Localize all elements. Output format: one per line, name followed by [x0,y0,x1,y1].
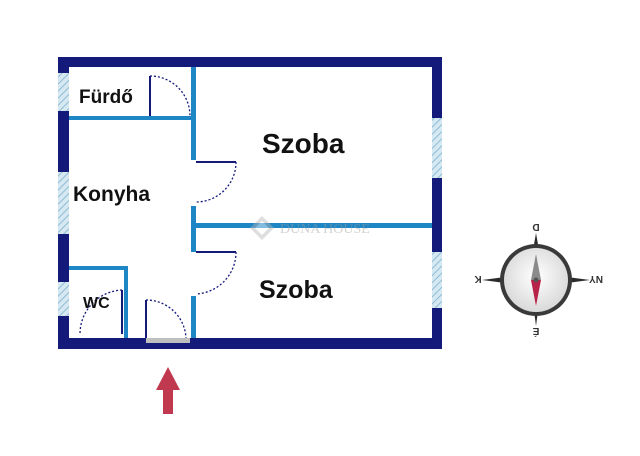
door-room-top [195,161,237,203]
door-room-bottom [195,251,237,295]
compass-label-north: D [532,221,539,232]
door-wc [79,289,123,335]
room-label-bathroom: Fürdő [79,87,133,108]
room-label-room-bottom: Szoba [259,276,334,304]
compass-rose-icon: D É NY K [474,221,603,338]
watermark-logo-icon [250,216,274,240]
door-bathroom [149,75,191,117]
window-bathroom [58,73,69,111]
partitions [69,67,432,343]
compass-label-east: NY [589,273,603,284]
doors [79,75,237,339]
room-label-wc: WC [83,295,110,312]
room-label-kitchen: Konyha [73,183,150,206]
window-kitchen [58,172,69,234]
windows [58,73,442,316]
window-wc [58,282,69,316]
compass-north-needle [531,254,541,280]
compass-label-west: K [474,273,482,284]
room-label-room-top: Szoba [262,128,345,159]
watermark-text: DUNA HOUSE [280,222,370,237]
window-room-top [432,118,442,178]
compass-south-needle [531,280,541,306]
entrance-arrow-icon [156,367,180,414]
compass-label-south: É [532,325,539,338]
door-entrance [145,299,187,339]
window-room-bottom [432,252,442,308]
watermark: DUNA HOUSE [250,216,370,240]
